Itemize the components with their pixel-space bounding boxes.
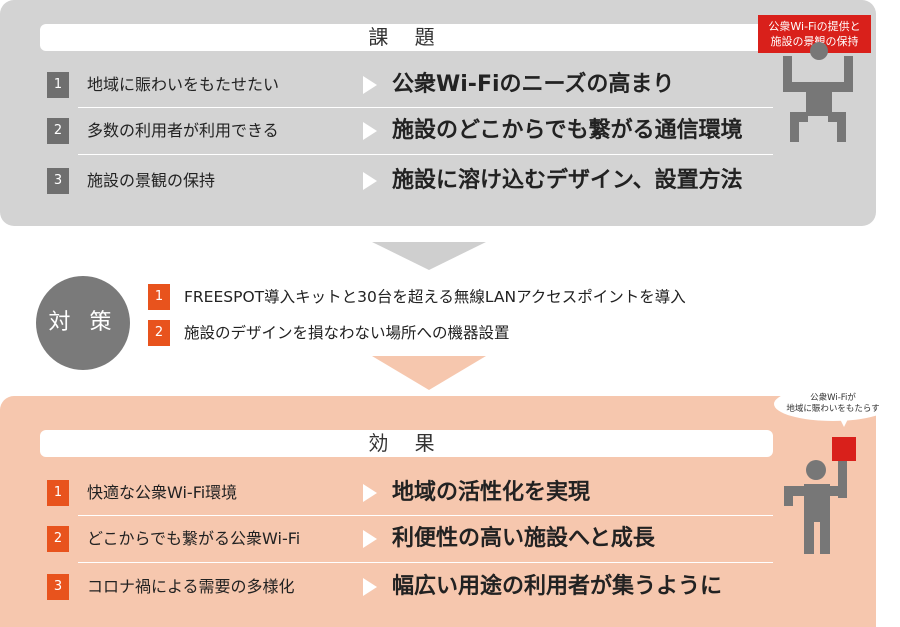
issue-result: 施設のどこからでも繋がる通信環境 [392,118,743,143]
arrow-right-icon [363,530,377,548]
effect-number: 3 [47,574,69,600]
effect-label: どこからでも繋がる公衆Wi-Fi [87,529,301,548]
issue-label: 施設の景観の保持 [87,171,216,190]
effect-label: 快適な公衆Wi-Fi環境 [87,483,238,502]
issues-badge: 公衆Wi-Fiの提供と施設の景観の保持 [758,15,871,53]
issue-label: 多数の利用者が利用できる [87,121,279,140]
divider [78,515,773,516]
speech-bubble: 公衆Wi-Fiが地域に賑わいをもたらす [774,387,892,421]
flag-icon [832,437,856,461]
down-arrow-icon [372,356,486,390]
measure-text: 施設のデザインを損なわない場所への機器設置 [184,324,510,342]
speech-bubble-tail [840,419,848,427]
arrow-right-icon [363,76,377,94]
effect-row: 1 快適な公衆Wi-Fi環境 地域の活性化を実現 [47,478,862,508]
arrow-right-icon [363,484,377,502]
divider [78,107,773,108]
arrow-right-icon [363,122,377,140]
issue-result: 公衆Wi-Fiのニーズの高まり [392,72,675,97]
divider [78,562,773,563]
issue-number: 1 [47,72,69,98]
down-arrow-icon [372,242,486,270]
effect-result: 利便性の高い施設へと成長 [392,526,655,551]
measure-number: 1 [148,284,170,310]
measures-circle: 対 策 [36,276,130,370]
effect-row: 3 コロナ禍による需要の多様化 幅広い用途の利用者が集うように [47,572,862,602]
measure-text: FREESPOT導入キットと30台を超える無線LANアクセスポイントを導入 [184,288,686,306]
issues-header: 課 題 [40,24,773,51]
effect-label: コロナ禍による需要の多様化 [87,577,295,596]
effect-number: 2 [47,526,69,552]
issue-row: 2 多数の利用者が利用できる 施設のどこからでも繋がる通信環境 [47,116,862,146]
measure-number: 2 [148,320,170,346]
issue-row: 3 施設の景観の保持 施設に溶け込むデザイン、設置方法 [47,166,862,196]
effect-result: 幅広い用途の利用者が集うように [392,574,723,599]
issue-number: 3 [47,168,69,194]
issue-result: 施設に溶け込むデザイン、設置方法 [392,168,743,193]
effect-row: 2 どこからでも繋がる公衆Wi-Fi 利便性の高い施設へと成長 [47,524,862,554]
divider [78,154,773,155]
issue-label: 地域に賑わいをもたせたい [87,75,280,94]
effect-result: 地域の活性化を実現 [392,480,591,505]
arrow-right-icon [363,578,377,596]
effects-header: 効 果 [40,430,773,457]
issue-number: 2 [47,118,69,144]
effect-number: 1 [47,480,69,506]
issue-row: 1 地域に賑わいをもたせたい 公衆Wi-Fiのニーズの高まり [47,70,862,100]
arrow-right-icon [363,172,377,190]
